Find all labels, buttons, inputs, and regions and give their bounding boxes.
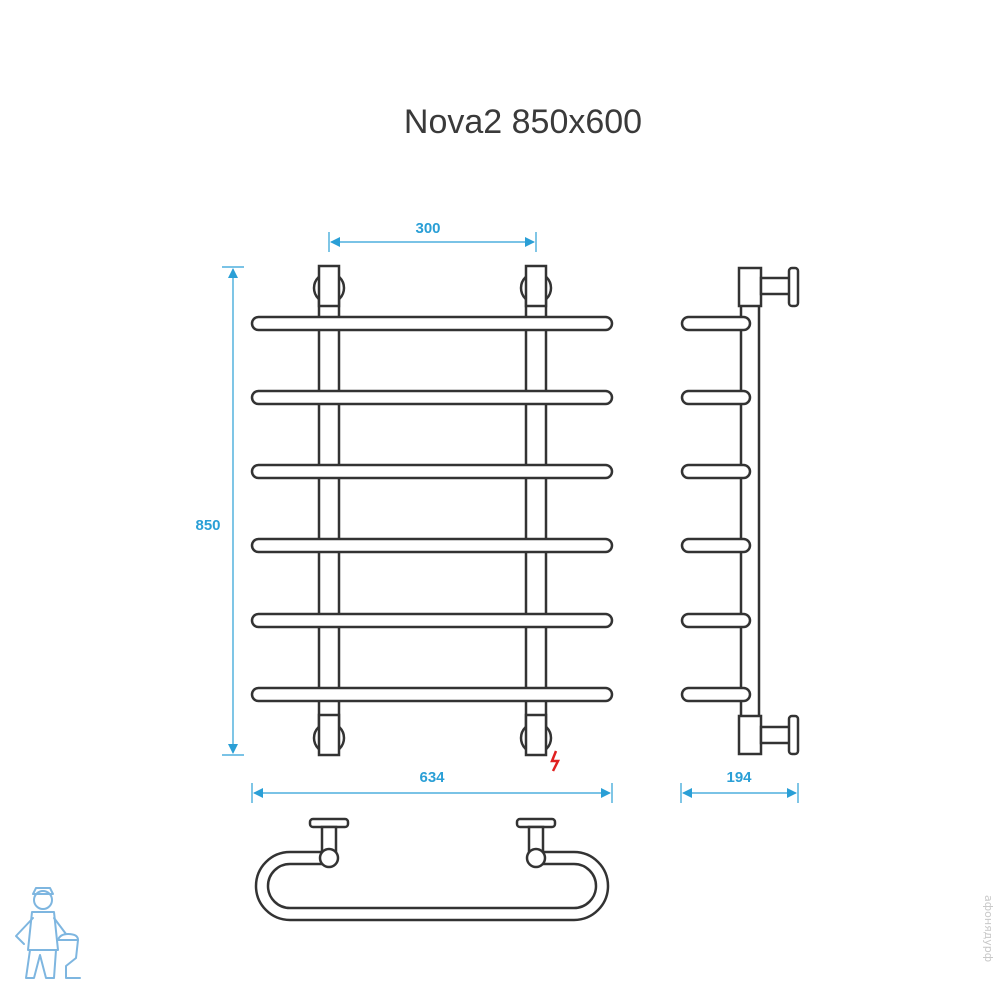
side-bar-end <box>680 315 752 332</box>
model-title: Nova2 850x600 <box>404 103 642 141</box>
bottom-right-mount <box>519 713 553 757</box>
top-spacing-label: 300 <box>415 220 440 237</box>
side-bar-end <box>680 463 752 480</box>
side-bar-end <box>680 612 752 629</box>
front-view <box>250 264 614 772</box>
side-view <box>680 266 800 756</box>
depth-label: 194 <box>726 769 752 786</box>
height-label: 850 <box>195 517 220 534</box>
lightning-bolt-icon <box>550 750 561 772</box>
watermark: афонядурф <box>982 895 995 962</box>
width-label: 634 <box>419 769 445 786</box>
top-view <box>254 817 610 922</box>
side-top-bracket <box>737 266 800 308</box>
horizontal-bar <box>250 315 614 332</box>
top-view-loop-inner <box>266 862 598 910</box>
side-bar-end <box>680 537 752 554</box>
bottom-left-mount <box>312 713 346 757</box>
side-vertical-post <box>739 288 761 737</box>
horizontal-bar <box>250 463 614 480</box>
top-view-left-bracket <box>308 817 350 869</box>
horizontal-bar <box>250 389 614 406</box>
side-bar-end <box>680 686 752 703</box>
top-right-mount <box>519 264 553 308</box>
top-view-loop <box>254 850 610 922</box>
side-bottom-bracket <box>737 714 800 756</box>
dimension-lines: 300 850 634 194 <box>195 220 799 803</box>
horizontal-bar <box>250 686 614 703</box>
plumber-mascot-logo <box>15 887 81 979</box>
horizontal-bar <box>250 537 614 554</box>
right-vertical-post <box>524 280 548 744</box>
side-bar-end <box>680 389 752 406</box>
horizontal-bar <box>250 612 614 629</box>
left-vertical-post <box>317 280 341 744</box>
top-view-right-bracket <box>515 817 557 869</box>
top-left-mount <box>312 264 346 308</box>
